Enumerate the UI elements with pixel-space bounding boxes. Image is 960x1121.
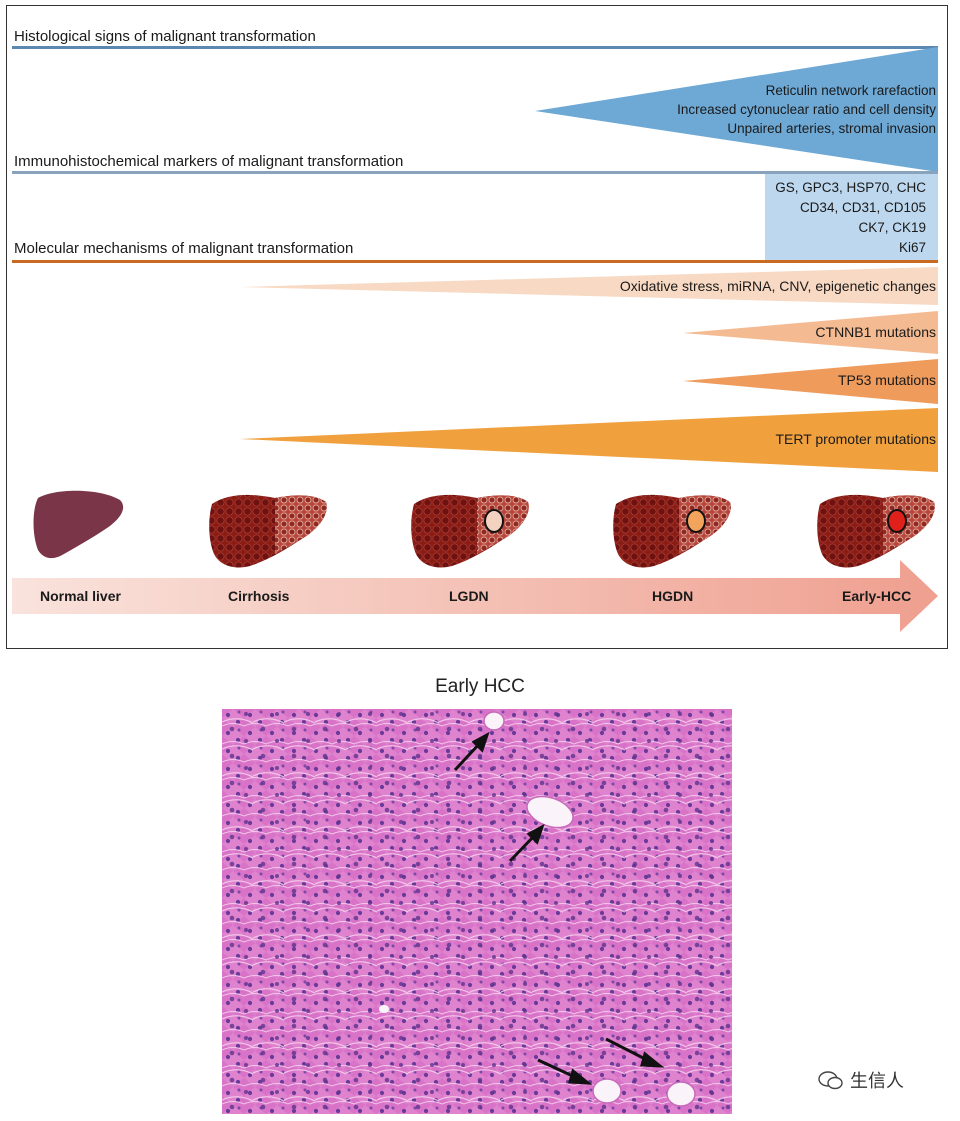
figure-frame <box>6 5 948 649</box>
wedge-oxidative <box>240 267 938 305</box>
liver-illustrations <box>33 490 935 568</box>
molecular-tert: TERT promoter mutations <box>775 431 936 447</box>
histo-sign-3: Unpaired arteries, stromal invasion <box>727 121 936 136</box>
liver-normal <box>33 490 124 559</box>
histo-sign-2: Increased cytonuclear ratio and cell den… <box>677 102 936 117</box>
molecular-ctnnb1: CTNNB1 mutations <box>815 324 936 340</box>
molecular-oxidative: Oxidative stress, miRNA, CNV, epigenetic… <box>619 278 936 294</box>
molecular-tp53: TP53 mutations <box>837 372 936 388</box>
ihc-marker-4: Ki67 <box>898 240 926 255</box>
section-molecular-label: Molecular mechanisms of malignant transf… <box>14 240 354 257</box>
wechat-icon <box>818 1071 843 1090</box>
liver-early-hcc <box>817 494 935 568</box>
stage-hgdn: HGDN <box>652 588 694 604</box>
liver-hgdn <box>613 494 731 568</box>
histology-title: Early HCC <box>435 676 525 697</box>
ihc-marker-1: GS, GPC3, HSP70, CHC <box>775 180 926 195</box>
stage-cirrhosis: Cirrhosis <box>228 588 290 604</box>
histology-arrows <box>453 731 665 1085</box>
wedge-tp53 <box>683 359 938 404</box>
stage-normal-liver: Normal liver <box>40 588 121 604</box>
ihc-marker-2: CD34, CD31, CD105 <box>799 200 926 215</box>
histological-rule <box>12 46 938 49</box>
section-immuno-label: Immunohistochemical markers of malignant… <box>14 153 404 170</box>
ihc-marker-box: GS, GPC3, HSP70, CHC CD34, CD31, CD105 C… <box>765 174 938 262</box>
histology-micrograph <box>222 709 732 1114</box>
wedge-tert <box>240 408 938 472</box>
liver-cirrhosis <box>209 494 327 568</box>
stage-early-hcc: Early-HCC <box>842 588 912 604</box>
watermark-text: 生信人 <box>850 1071 904 1091</box>
molecular-rule <box>12 260 938 263</box>
watermark: 生信人 <box>818 1067 904 1093</box>
immuno-rule <box>12 171 938 174</box>
histological-wedge <box>535 47 938 172</box>
liver-lgdn <box>411 494 529 568</box>
section-histological-label: Histological signs of malignant transfor… <box>14 28 316 45</box>
ihc-marker-3: CK7, CK19 <box>858 220 926 235</box>
stage-lgdn: LGDN <box>449 588 489 604</box>
wedge-ctnnb1 <box>683 311 938 354</box>
wedges-layer <box>12 47 938 632</box>
progression-arrow <box>12 560 938 632</box>
histo-sign-1: Reticulin network rarefaction <box>765 83 936 98</box>
